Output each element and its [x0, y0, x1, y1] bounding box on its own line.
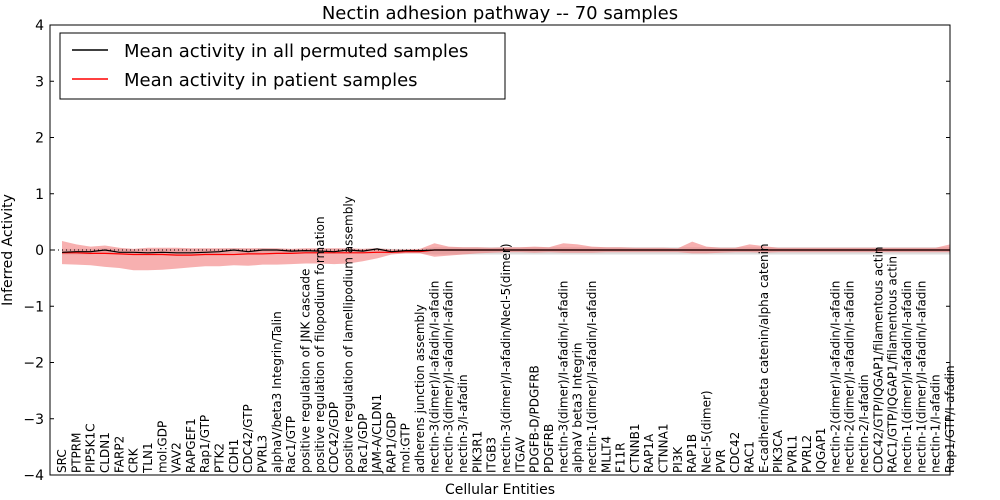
entity-label: nectin-3(dimer)/I-afadin/I-afadin	[556, 281, 570, 473]
entity-label: FARP2	[112, 436, 126, 473]
entity-label: positive regulation of filopodium format…	[313, 216, 327, 473]
entity-label: Rac1/GTP	[284, 416, 298, 473]
entity-label: RAP1A	[642, 433, 656, 473]
entity-label: Necl-5(dimer)	[700, 390, 714, 473]
entity-label: TLN1	[141, 442, 155, 474]
entity-label: nectin-3(dimer)/I-afadin/I-afadin	[442, 281, 456, 473]
entity-label: RAP1/GDP	[384, 412, 398, 473]
entity-label: nectin-2(dimer)/I-afadin/I-afadin	[843, 281, 857, 473]
entity-label: Rap1/GTP	[198, 415, 212, 473]
y-axis-label: Inferred Activity	[0, 194, 16, 306]
plot-frame	[49, 24, 951, 476]
entity-label: CTNNB1	[628, 423, 642, 473]
entity-label: nectin-3/I-afadin	[456, 374, 470, 473]
entity-label: nectin-1(dimer)/I-afadin/I-afadin	[585, 281, 599, 473]
y-tick-label: −1	[23, 299, 44, 315]
entity-label: nectin-2(dimer)/I-afadin/I-afadin	[828, 281, 842, 473]
legend-label-permuted: Mean activity in all permuted samples	[124, 41, 468, 62]
legend-label-patient: Mean activity in patient samples	[124, 70, 418, 91]
entity-label: nectin-3(dimer)/I-afadin/I-afadin	[427, 281, 441, 473]
legend: Mean activity in all permuted samples Me…	[59, 32, 506, 100]
entity-label: nectin-1(dimer)/I-afadin/I-afadin	[900, 281, 914, 473]
entity-label: PDGFRB	[542, 424, 556, 473]
y-tick-label: 4	[35, 18, 44, 34]
entity-label: nectin-1(dimer)/I-afadin/I-afadin	[914, 281, 928, 473]
entity-label: CDC42/GDP	[327, 402, 341, 473]
y-tick-label: 2	[35, 131, 44, 147]
entity-label: RAC1	[742, 441, 756, 473]
y-tick-label: −3	[23, 412, 44, 428]
entity-label: CDC42	[728, 432, 742, 473]
entity-label: PI3K	[671, 446, 685, 473]
entity-label: alphaV/beta3 Integrin/Talin	[270, 311, 284, 473]
entity-label: CDH1	[227, 439, 241, 473]
entity-label: E-cadherin/beta catenin/alpha catenin	[757, 243, 771, 473]
entity-label: PVRL3	[256, 435, 270, 473]
x-axis-label: Cellular Entities	[445, 482, 555, 498]
entity-label: CRK	[127, 447, 141, 473]
legend-box	[59, 32, 506, 100]
entity-label: nectin-3(dimer)/I-afadin/Necl-5(dimer)	[499, 243, 513, 473]
y-tick-label: 1	[35, 187, 44, 203]
entity-label: JAM-A/CLDN1	[370, 394, 384, 474]
chart-title: Nectin adhesion pathway -- 70 samples	[322, 3, 678, 24]
entity-label: VAV2	[170, 442, 184, 473]
entity-label: PIK3R1	[470, 431, 484, 473]
entity-label: Rac1/GDP	[356, 414, 370, 473]
entity-label: nectin-1/I-afadin	[929, 374, 943, 473]
entity-label: positive regulation of JNK cascade	[298, 269, 312, 473]
entity-label: PTK2	[213, 443, 227, 473]
entity-label: PIK3CA	[771, 429, 785, 473]
entity-label: PDGFB-D/PDGFRB	[528, 365, 542, 473]
entity-label: ITGB3	[485, 437, 499, 473]
entity-label: adherens junction assembly	[413, 304, 427, 473]
entity-label: positive regulation of lamellipodium ass…	[341, 196, 355, 473]
entity-label: IQGAP1	[814, 428, 828, 473]
entity-label: PVRL1	[785, 435, 799, 473]
entity-label: PTPRM	[69, 433, 83, 474]
entity-label: RAPGEF1	[184, 418, 198, 473]
y-tick-label: −4	[23, 468, 44, 484]
entity-label: mol:GDP	[155, 421, 169, 473]
entity-label: RAP1B	[685, 434, 699, 473]
y-axis-ticks: 4 3 2 1 0 −1 −2 −3 −4	[23, 18, 950, 484]
entity-label: alphaV beta3 Integrin	[571, 342, 585, 473]
entity-label: mol:GTP	[399, 423, 413, 473]
entity-label: CDC42/GTP/IQGAP1/filamentous actin	[871, 247, 885, 473]
entity-label: nectin-2/I-afadin	[857, 374, 871, 473]
patient-band	[62, 241, 950, 271]
entity-label: ITGAV	[513, 436, 527, 473]
entity-label: PIP5K1C	[84, 423, 98, 473]
entity-label: F11R	[614, 442, 628, 473]
y-tick-label: −2	[23, 356, 44, 372]
entity-label: CTNNA1	[657, 423, 671, 473]
y-tick-label: 0	[35, 243, 44, 259]
entity-label: MLLT4	[599, 436, 613, 473]
entity-label: SRC	[55, 449, 69, 473]
confidence-bands	[62, 241, 950, 271]
y-tick-label: 3	[35, 74, 44, 90]
entity-label: PVRL2	[800, 435, 814, 473]
entity-label: RAC1/GTP/IQGAP1/filamentous actin	[886, 256, 900, 473]
entity-label: CDC42/GTP	[241, 404, 255, 473]
entity-label: CLDN1	[98, 432, 112, 473]
entity-label: PVR	[714, 449, 728, 473]
